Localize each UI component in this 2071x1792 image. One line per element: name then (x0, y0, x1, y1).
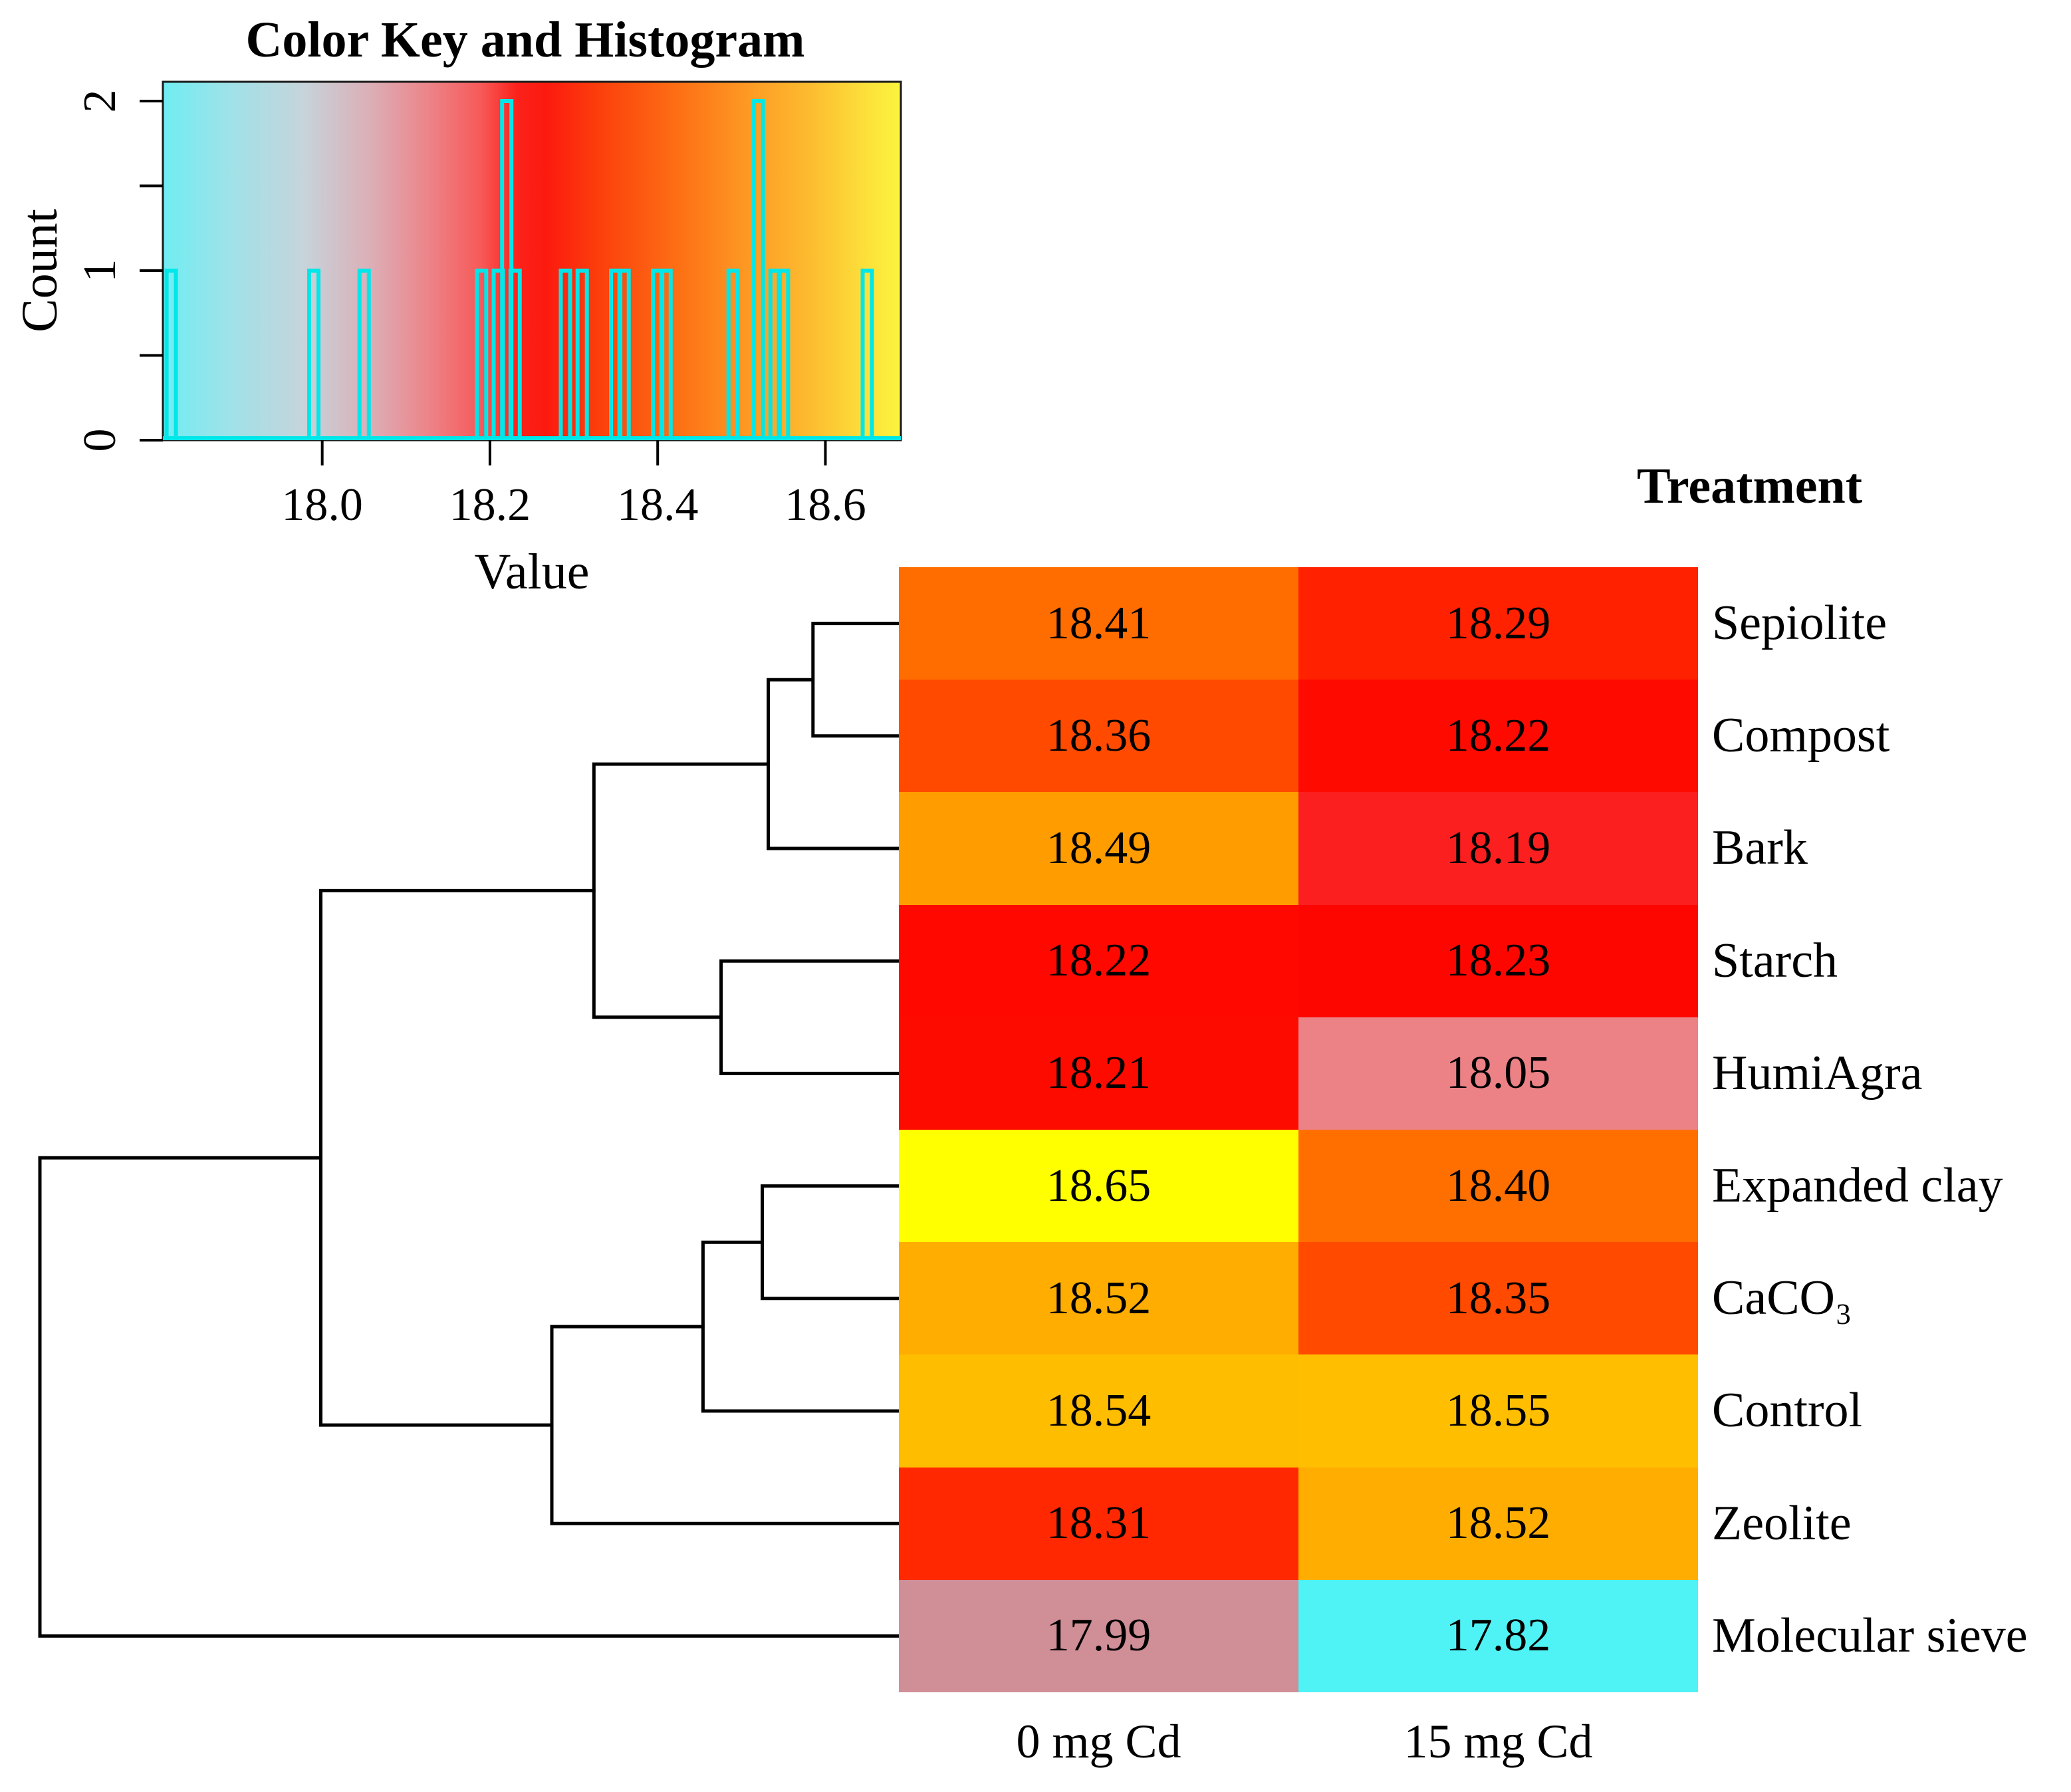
histogram-outline (163, 99, 901, 440)
dendrogram-branches (38, 622, 901, 1638)
row-label: Control (1712, 1383, 1863, 1438)
treatment-header: Treatment (1637, 458, 1863, 514)
heatmap-cell: 17.82 (1298, 1579, 1698, 1692)
x-tick-label: 18.2 (449, 479, 531, 531)
heatmap-cell: 18.54 (899, 1354, 1298, 1468)
color-key-title: Color Key and Histogram (246, 12, 805, 68)
row-label: Zeolite (1712, 1495, 1852, 1551)
x-tick-label: 18.6 (785, 479, 866, 531)
histogram-path (163, 99, 901, 440)
heatmap-cell: 18.35 (1298, 1242, 1698, 1355)
y-tick-label: 1 (74, 259, 126, 283)
heatmap-cell: 18.52 (1298, 1467, 1698, 1580)
heatmap-cell: 18.55 (1298, 1354, 1698, 1468)
heatmap-cell: 18.52 (899, 1242, 1298, 1355)
row-label: Expanded clay (1712, 1158, 2003, 1214)
row-label: HumiAgra (1712, 1045, 1923, 1100)
color-key-histogram-panel: Color Key and Histogram 18.0 18.2 18.4 18.6… (12, 12, 902, 600)
heatmap-cell: 18.05 (1298, 1017, 1698, 1130)
row-label: CaCO₃ (1712, 1271, 1852, 1326)
row-label: Molecular sieve (1712, 1608, 2028, 1663)
heatmap-cell: 18.41 (899, 567, 1298, 680)
x-tick-label: 18.0 (281, 479, 363, 531)
color-scale-rect (162, 80, 902, 442)
x-axis-label: Value (474, 544, 589, 600)
heatmap-cell: 18.65 (899, 1129, 1298, 1243)
y-axis-label: Count (12, 209, 68, 332)
y-tick-label: 0 (74, 429, 126, 452)
heatmap-cell: 18.40 (1298, 1129, 1698, 1243)
row-label: Sepiolite (1712, 596, 1888, 651)
row-label: Starch (1712, 933, 1838, 988)
row-label: Compost (1712, 708, 1890, 763)
heatmap-cell: 18.22 (1298, 680, 1698, 793)
color-key-axes: 18.0 18.2 18.4 18.6 0 1 2 (74, 90, 866, 531)
column-label-0mg-cd: 0 mg Cd (1016, 1715, 1181, 1768)
x-tick-label: 18.4 (617, 479, 699, 531)
heatmap-cell: 18.49 (899, 792, 1298, 905)
heatmap-cell: 18.22 (899, 904, 1298, 1017)
heatmap-cell: 18.31 (899, 1467, 1298, 1580)
heatmap-cell: 17.99 (899, 1579, 1298, 1692)
heatmap-cell: 18.19 (1298, 792, 1698, 905)
heatmap-cell: 18.36 (899, 680, 1298, 793)
dendrogram-path (38, 622, 901, 1638)
heatmap-cell: 18.23 (1298, 904, 1698, 1017)
column-label-15mg-cd: 15 mg Cd (1403, 1715, 1593, 1768)
y-tick-label: 2 (74, 90, 126, 113)
row-label: Bark (1712, 821, 1808, 876)
heatmap-cell: 18.29 (1298, 567, 1698, 680)
heatmap-cell: 18.21 (899, 1017, 1298, 1130)
